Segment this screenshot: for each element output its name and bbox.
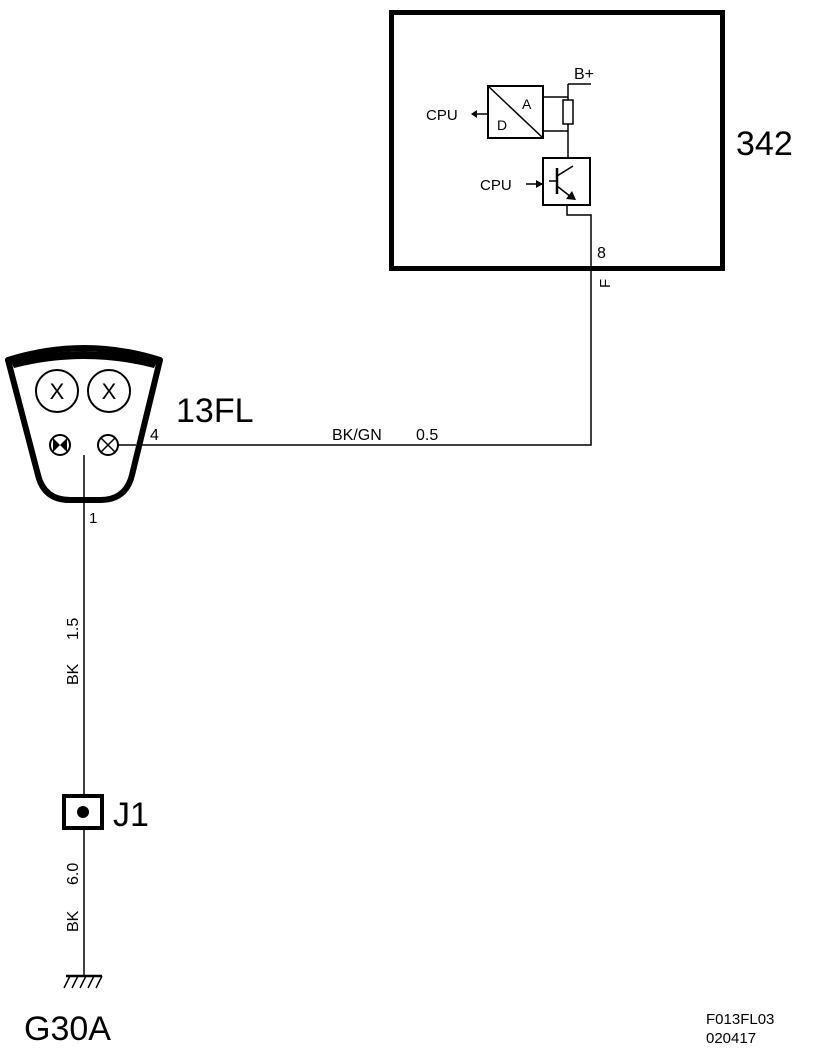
wire-bk-1-5-color: BK: [65, 663, 82, 685]
lamp-pin-1: 1: [89, 510, 97, 527]
lamp-bulb-right: [87, 369, 131, 413]
ground-icon: [63, 974, 103, 989]
ground-id-label: G30A: [24, 1010, 111, 1048]
pin8-internal-wire: [566, 205, 592, 270]
wire-bkgn-size: 0.5: [416, 427, 438, 444]
junction-dot-icon: [77, 806, 89, 818]
module-id-label: 342: [736, 125, 793, 163]
indicator-lamp-filled-icon: [49, 434, 71, 456]
lamp-bulb-left: [35, 369, 79, 413]
wire-bkgn: [124, 270, 592, 446]
cpu-input-label: CPU: [480, 177, 512, 194]
control-module: A D CPU B+ CPU 8 342: [389, 10, 793, 271]
pullup-resistor: [562, 99, 574, 125]
bulb-left-symbol: X: [50, 379, 65, 404]
module-pin-8: 8: [597, 245, 606, 262]
figure-code: F013FL03: [706, 1011, 774, 1028]
bulb-right-symbol: X: [102, 379, 117, 404]
lamp-id-label: 13FL: [176, 392, 254, 430]
cpu-input-arrow-icon: [536, 180, 543, 188]
wire-bkgn-color: BK/GN: [332, 427, 382, 444]
cpu-output-label: CPU: [426, 107, 458, 124]
cpu-output-arrow-icon: [471, 110, 477, 118]
transistor-collector: [556, 165, 574, 177]
lamp-assembly: X X: [5, 345, 163, 503]
lamp-pin-4: 4: [150, 427, 159, 444]
wire-bk-6-0-size: 6.0: [65, 863, 82, 885]
indicator-lamp-icon: [97, 434, 119, 456]
supply-label: B+: [574, 66, 594, 83]
converter-d-label: D: [497, 117, 507, 133]
transistor-emitter: [556, 185, 572, 198]
ad-converter-diagonal: [487, 85, 544, 139]
lamp-housing-rim: [10, 351, 158, 368]
figure-date: 020417: [706, 1030, 756, 1047]
module-pin-letter: F: [597, 279, 614, 288]
wire-bk-6-0-color: BK: [65, 910, 82, 932]
module-box: [389, 10, 725, 271]
wire-bk-1-5-size: 1.5: [65, 618, 82, 640]
junction-id-label: J1: [113, 796, 149, 834]
converter-a-label: A: [522, 96, 532, 112]
emitter-arrow-icon: [566, 191, 576, 200]
